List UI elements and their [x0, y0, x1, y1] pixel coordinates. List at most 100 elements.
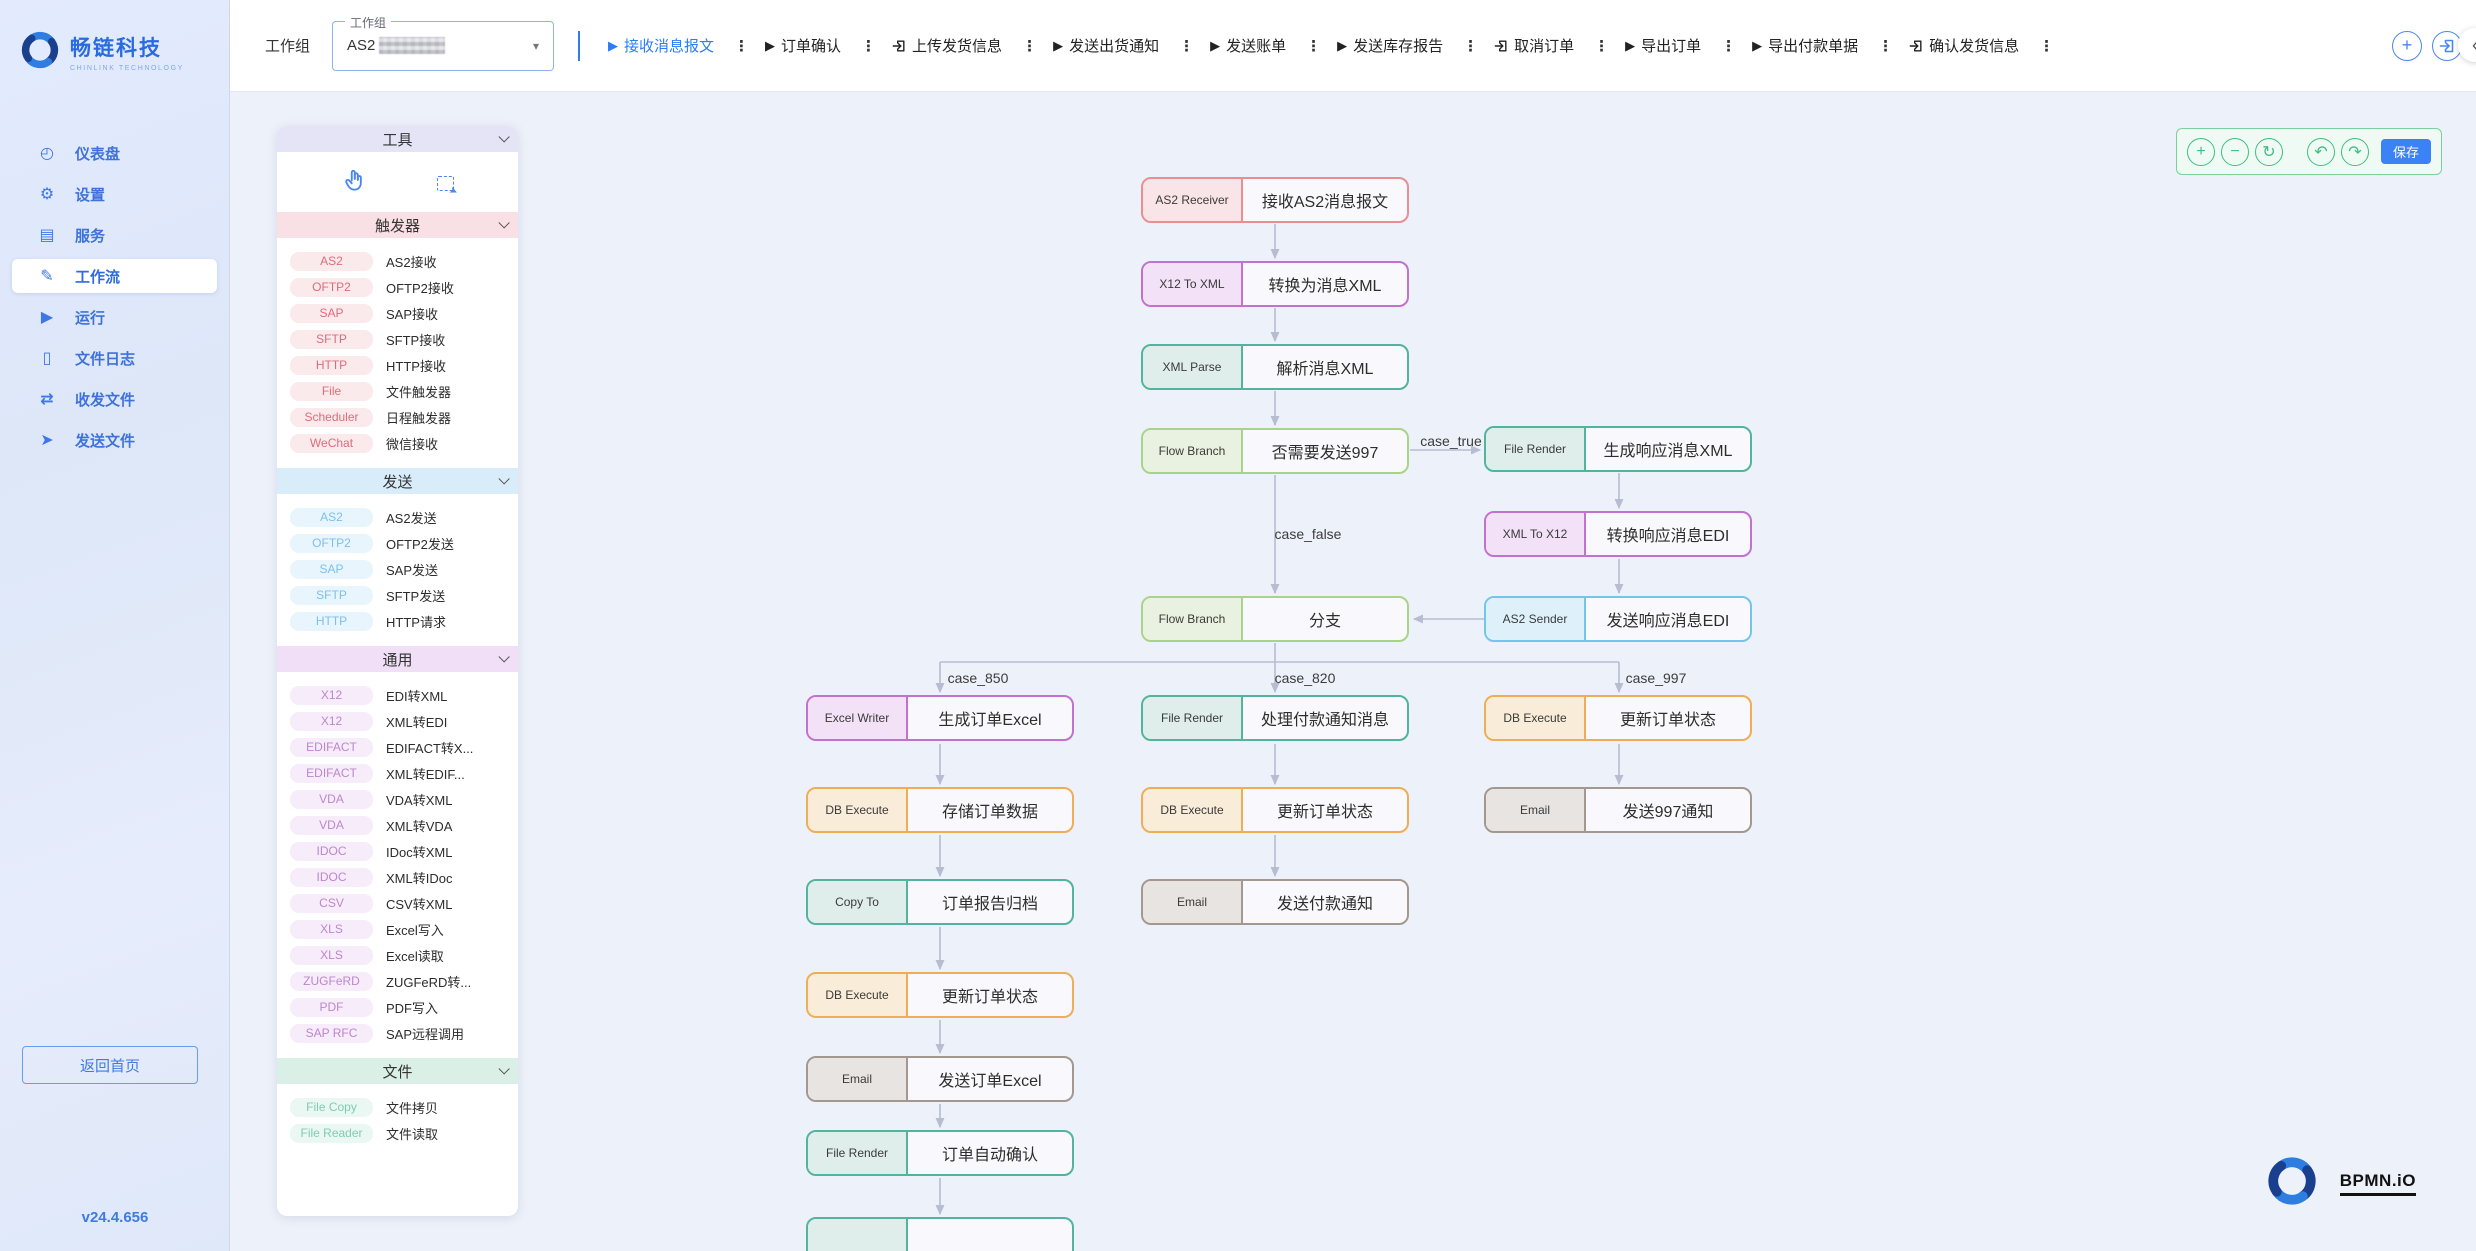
import-workflow-button[interactable] — [2432, 30, 2462, 61]
flow-node-db-execute-820[interactable]: DB Execute 更新订单状态 — [1141, 787, 1409, 833]
flow-node-as2-receiver[interactable]: AS2 Receiver 接收AS2消息报文 — [1141, 177, 1409, 223]
toolbox-item[interactable]: SFTP SFTP接收 — [277, 326, 518, 352]
toolbox-item[interactable]: ZUGFeRD ZUGFeRD转... — [277, 968, 518, 994]
tab-menu-kebab-icon[interactable]: ⋮ — [1022, 37, 1038, 55]
collapse-panel-button[interactable]: ‹ — [2458, 28, 2476, 62]
toolbox-item[interactable]: SAP RFC SAP远程调用 — [277, 1020, 518, 1046]
toolbox-item[interactable]: HTTP HTTP接收 — [277, 352, 518, 378]
flow-node-email-excel[interactable]: Email 发送订单Excel — [806, 1056, 1074, 1102]
tab-menu-kebab-icon[interactable]: ⋮ — [1463, 37, 1479, 55]
flow-node-email-997[interactable]: Email 发送997通知 — [1484, 787, 1752, 833]
tab-menu-kebab-icon[interactable]: ⋮ — [2039, 37, 2055, 55]
toolbox-item[interactable]: PDF PDF写入 — [277, 994, 518, 1020]
toolbox-item[interactable]: X12 XML转EDI — [277, 708, 518, 734]
tab-4[interactable]: ▶ 发送账单 — [1208, 25, 1288, 66]
toolbox-item[interactable]: XLS Excel写入 — [277, 916, 518, 942]
tab-menu-kebab-icon[interactable]: ⋮ — [861, 37, 877, 55]
toolbox-item[interactable]: File 文件触发器 — [277, 378, 518, 404]
redo-button[interactable]: ↷ — [2340, 137, 2369, 166]
sidebar-item-1[interactable]: ⚙ 设置 — [12, 177, 217, 211]
flow-node-file-render-confirm[interactable]: File Render 订单自动确认 — [806, 1130, 1074, 1176]
tab-menu-kebab-icon[interactable]: ⋮ — [1721, 37, 1737, 55]
toolbox-item[interactable]: File Copy 文件拷贝 — [277, 1094, 518, 1120]
sidebar-item-0[interactable]: ◴ 仪表盘 — [12, 136, 217, 170]
toolbox-item[interactable]: AS2 AS2发送 — [277, 504, 518, 530]
flow-node-excel-writer[interactable]: Excel Writer 生成订单Excel — [806, 695, 1074, 741]
toolbox-section-header-1[interactable]: 触发器 — [277, 212, 518, 238]
flow-node-file-render-820[interactable]: File Render 处理付款通知消息 — [1141, 695, 1409, 741]
workgroup-select[interactable]: 工作组 AS2 ▾ — [332, 13, 555, 71]
toolbox-item[interactable]: OFTP2 OFTP2发送 — [277, 530, 518, 556]
toolbox-item[interactable]: File Reader 文件读取 — [277, 1120, 518, 1146]
toolbox-item[interactable]: XLS Excel读取 — [277, 942, 518, 968]
tab-menu-kebab-icon[interactable]: ⋮ — [734, 37, 750, 55]
sidebar-item-4[interactable]: ▶ 运行 — [12, 300, 217, 334]
tab-menu-kebab-icon[interactable]: ⋮ — [1594, 37, 1610, 55]
node-title: 发送订单Excel — [938, 1073, 1042, 1090]
toolbox-item[interactable]: SAP SAP接收 — [277, 300, 518, 326]
flow-node-copy-to[interactable]: Copy To 订单报告归档 — [806, 879, 1074, 925]
toolbox-item[interactable]: Scheduler 日程触发器 — [277, 404, 518, 430]
toolbox-item[interactable]: VDA VDA转XML — [277, 786, 518, 812]
tab-5[interactable]: ▶ 发送库存报告 — [1335, 25, 1445, 66]
tab-menu-kebab-icon[interactable]: ⋮ — [1179, 37, 1195, 55]
tab-7[interactable]: ▶ 导出订单 — [1623, 25, 1703, 66]
tab-0[interactable]: ▶ 接收消息报文 — [606, 25, 716, 66]
flow-node-x12-to-xml[interactable]: X12 To XML 转换为消息XML — [1141, 261, 1409, 307]
flow-node-node-clipped[interactable] — [806, 1217, 1074, 1251]
sidebar-item-7[interactable]: ➤ 发送文件 — [12, 423, 217, 457]
flow-node-xml-to-x12[interactable]: XML To X12 转换响应消息EDI — [1484, 511, 1752, 557]
toolbox-item[interactable]: X12 EDI转XML — [277, 682, 518, 708]
tab-2[interactable]: 上传发货信息 — [890, 25, 1004, 66]
reset-view-button[interactable]: ↻ — [2254, 137, 2283, 166]
tab-6[interactable]: 取消订单 — [1492, 25, 1576, 66]
toolbox-section-header-3[interactable]: 通用 — [277, 646, 518, 672]
tab-3[interactable]: ▶ 发送出货通知 — [1051, 25, 1161, 66]
tab-1[interactable]: ▶ 订单确认 — [763, 25, 843, 66]
add-workflow-button[interactable]: + — [2392, 30, 2422, 61]
toolbox-section-header-0[interactable]: 工具 — [277, 126, 518, 152]
tab-8[interactable]: ▶ 导出付款单据 — [1750, 25, 1860, 66]
sidebar-item-5[interactable]: ▯ 文件日志 — [12, 341, 217, 375]
toolbox-item[interactable]: EDIFACT EDIFACT转X... — [277, 734, 518, 760]
toolbox-section-header-4[interactable]: 文件 — [277, 1058, 518, 1084]
toolbox-item[interactable]: IDOC XML转IDoc — [277, 864, 518, 890]
flow-node-flow-branch[interactable]: Flow Branch 分支 — [1141, 596, 1409, 642]
toolbox-item[interactable]: SFTP SFTP发送 — [277, 582, 518, 608]
flow-node-email-payment[interactable]: Email 发送付款通知 — [1141, 879, 1409, 925]
toolbox-item[interactable]: IDOC IDoc转XML — [277, 838, 518, 864]
sidebar-item-6[interactable]: ⇄ 收发文件 — [12, 382, 217, 416]
sidebar-item-2[interactable]: ▤ 服务 — [12, 218, 217, 252]
flow-node-xml-parse[interactable]: XML Parse 解析消息XML — [1141, 344, 1409, 390]
flow-node-db-execute-997[interactable]: DB Execute 更新订单状态 — [1484, 695, 1752, 741]
tab-menu-kebab-icon[interactable]: ⋮ — [1878, 37, 1894, 55]
flow-node-file-render-response[interactable]: File Render 生成响应消息XML — [1484, 426, 1752, 472]
toolbox-item[interactable]: AS2 AS2接收 — [277, 248, 518, 274]
sidebar-item-label: 服务 — [75, 227, 106, 245]
toolbox-item[interactable]: EDIFACT XML转EDIF... — [277, 760, 518, 786]
back-home-button[interactable]: 返回首页 — [22, 1046, 198, 1084]
undo-button[interactable]: ↶ — [2306, 137, 2335, 166]
flow-node-as2-sender[interactable]: AS2 Sender 发送响应消息EDI — [1484, 596, 1752, 642]
toolbox-item[interactable]: CSV CSV转XML — [277, 890, 518, 916]
toolbox-item[interactable]: HTTP HTTP请求 — [277, 608, 518, 634]
toolbox-item[interactable]: SAP SAP发送 — [277, 556, 518, 582]
flow-node-flow-branch-997[interactable]: Flow Branch 否需要发送997 — [1141, 428, 1409, 474]
toolbox-item[interactable]: VDA XML转VDA — [277, 812, 518, 838]
node-title: 订单报告归档 — [941, 896, 1038, 913]
lasso-select-icon[interactable] — [436, 175, 454, 191]
sidebar-item-3[interactable]: ✎ 工作流 — [12, 259, 217, 293]
toolbox-item-label: ZUGFeRD转... — [386, 974, 472, 990]
hand-tool-icon[interactable] — [342, 168, 368, 198]
zoom-in-button[interactable]: + — [2186, 137, 2215, 166]
toolbox-item[interactable]: OFTP2 OFTP2接收 — [277, 274, 518, 300]
zoom-out-button[interactable]: − — [2220, 137, 2249, 166]
tab-menu-kebab-icon[interactable]: ⋮ — [1306, 37, 1322, 55]
flow-node-db-execute-850[interactable]: DB Execute 更新订单状态 — [806, 972, 1074, 1018]
toolbox-section-header-2[interactable]: 发送 — [277, 468, 518, 494]
toolbox-item[interactable]: WeChat 微信接收 — [277, 430, 518, 456]
save-button[interactable]: 保存 — [2380, 139, 2431, 164]
tab-9[interactable]: 确认发货信息 — [1907, 25, 2021, 66]
flow-node-db-execute-store[interactable]: DB Execute 存储订单数据 — [806, 787, 1074, 833]
